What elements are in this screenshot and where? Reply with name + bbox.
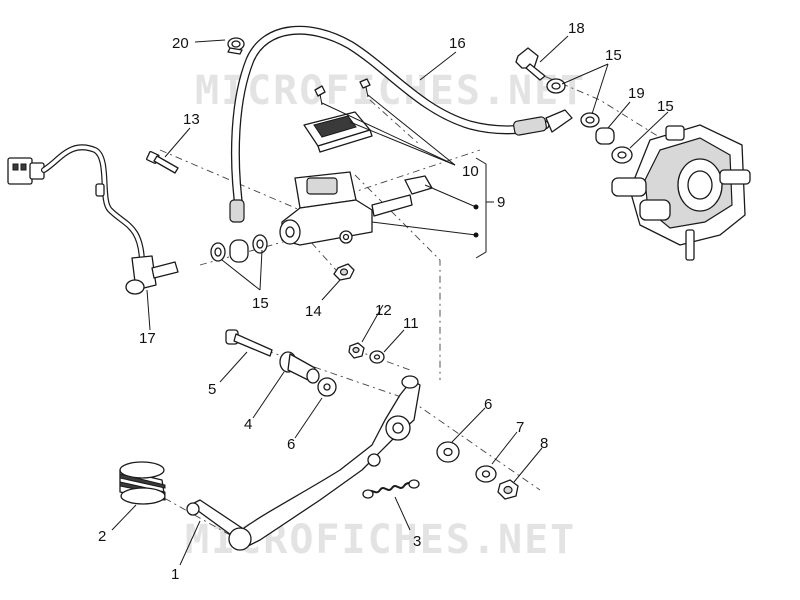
washer-7 (475, 465, 497, 483)
callout-2: 2 (98, 528, 106, 545)
callout-10: 10 (462, 163, 479, 180)
callout-13: 13 (183, 111, 200, 128)
callout-11: 11 (403, 315, 419, 332)
callout-17: 17 (139, 330, 156, 347)
brake-hose (229, 25, 573, 223)
banjo-fitting-left (210, 234, 268, 263)
callout-6-right: 6 (484, 396, 492, 413)
callout-8: 8 (540, 435, 548, 452)
callout-6-left: 6 (287, 436, 295, 453)
callout-20: 20 (172, 35, 189, 52)
callout-15-left: 15 (252, 295, 269, 312)
callout-labels: 1 2 3 4 5 6 6 7 8 9 10 11 12 13 14 15 15… (98, 20, 674, 583)
brake-pedal (186, 375, 421, 551)
hose-clamp (227, 37, 245, 55)
washer-6-right (436, 441, 460, 463)
pivot-bushing (279, 351, 320, 384)
bolt-13 (146, 150, 179, 174)
nut-8 (497, 479, 519, 500)
master-cylinder (279, 171, 433, 246)
callout-4: 4 (244, 416, 252, 433)
return-spring (362, 479, 420, 499)
callout-3: 3 (413, 533, 421, 550)
callout-12: 12 (375, 302, 392, 319)
pivot-bolt (225, 329, 273, 357)
brake-light-switch (7, 144, 179, 295)
brake-caliper (611, 124, 751, 261)
callout-16: 16 (449, 35, 466, 52)
banjo-bolt-18 (515, 47, 546, 81)
callout-7: 7 (516, 419, 524, 436)
callout-19: 19 (628, 85, 645, 102)
callout-5: 5 (208, 381, 216, 398)
pedal-rubber (119, 461, 166, 505)
dot-9b (473, 232, 479, 238)
dot-9a (473, 204, 479, 210)
leader-lines (111, 35, 669, 566)
callout-15-top: 15 (605, 47, 622, 64)
reservoir-cap (303, 78, 373, 153)
nut-14 (333, 263, 355, 281)
washers-caliper (546, 78, 633, 164)
callout-9: 9 (497, 194, 505, 211)
callout-1: 1 (171, 566, 179, 583)
callout-14: 14 (305, 303, 322, 320)
callout-18: 18 (568, 20, 585, 37)
nut-12 (348, 342, 365, 359)
washer-11 (369, 350, 385, 364)
washer-6-left (317, 377, 337, 397)
callout-15-right: 15 (657, 98, 674, 115)
